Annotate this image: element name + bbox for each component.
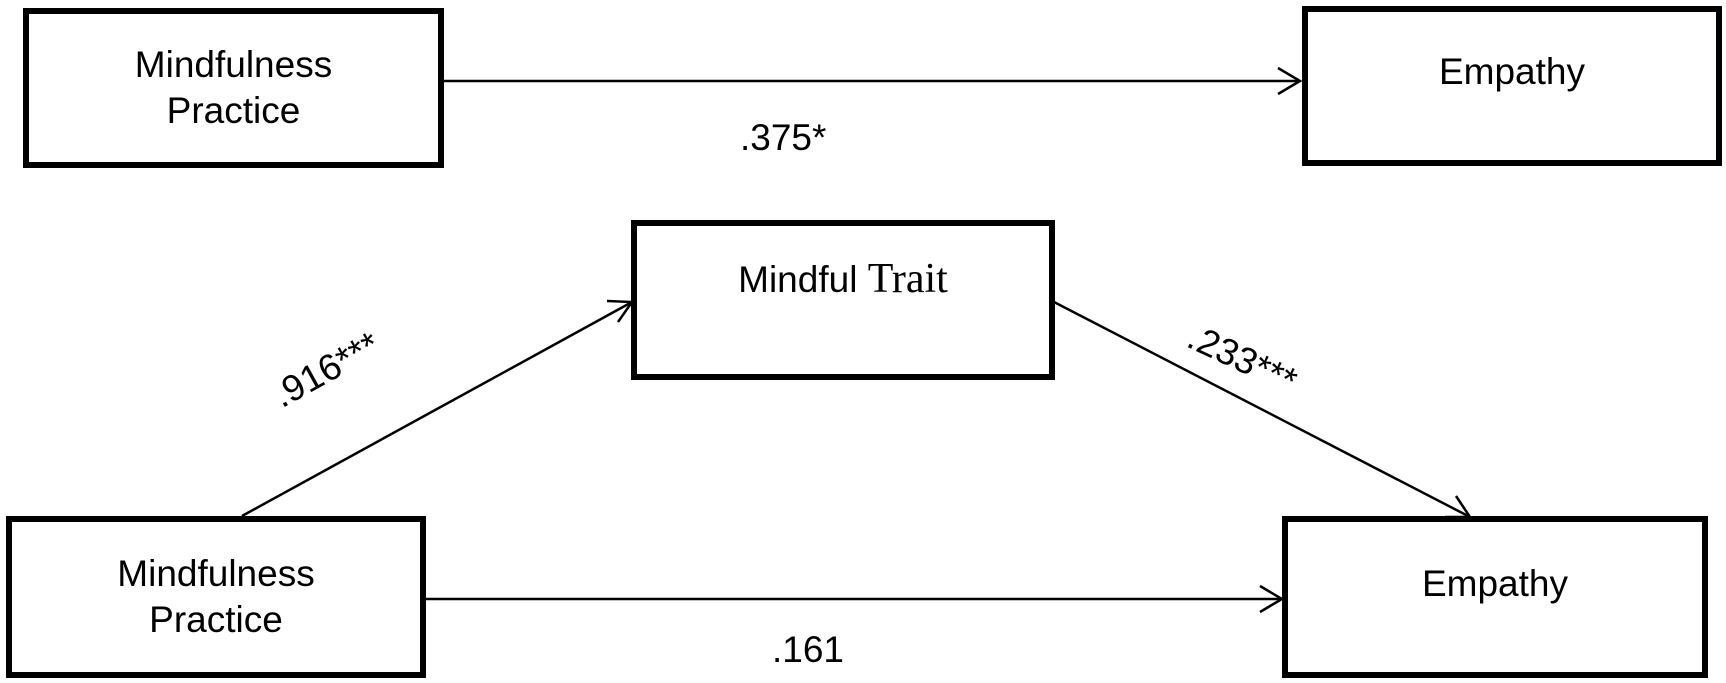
- top-outcome-label: Empathy: [1438, 51, 1585, 92]
- top-predictor-label-line2: Practice: [166, 90, 301, 131]
- path-b-arrow: [1053, 300, 1471, 519]
- top-mindfulness-practice-box: Mindfulness Practice: [23, 8, 444, 168]
- mediator-label-part1: Mindful: [738, 258, 868, 300]
- bottom-mindfulness-practice-box: Mindfulness Practice: [6, 516, 426, 678]
- mediator-label: Mindful Trait: [738, 256, 948, 303]
- bottom-outcome-label: Empathy: [1421, 563, 1568, 604]
- bottom-predictor-label-line2: Practice: [149, 599, 283, 640]
- direct-effect-coefficient: .161: [772, 629, 845, 670]
- bottom-empathy-box: Empathy: [1282, 516, 1708, 678]
- total-effect-coefficient: .375*: [740, 117, 827, 158]
- total-effect-arrowhead: [1277, 66, 1303, 96]
- top-empathy-box: Empathy: [1302, 6, 1722, 166]
- mindful-trait-box: Mindful Trait: [631, 220, 1055, 380]
- bottom-predictor-label-line1: Mindfulness: [117, 553, 315, 594]
- top-predictor-label-line1: Mindfulness: [134, 44, 333, 85]
- mediator-label-part2: Trait: [867, 255, 948, 302]
- path-a-arrow: [241, 300, 633, 518]
